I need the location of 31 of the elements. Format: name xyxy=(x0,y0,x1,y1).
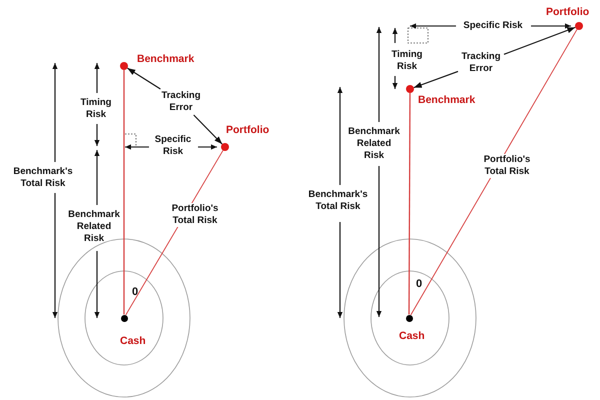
arrow xyxy=(193,114,223,145)
point-marker xyxy=(120,62,128,70)
dimension-label: Benchmark's Total Risk xyxy=(12,166,74,190)
dimension-label: Specific Risk xyxy=(462,20,524,32)
dimension-label: Benchmark Related Risk xyxy=(67,209,121,245)
origin-label: 0 xyxy=(414,278,424,290)
point-marker xyxy=(406,314,412,322)
point-marker xyxy=(575,22,583,30)
connector-line xyxy=(123,70,125,314)
arrow xyxy=(504,26,576,55)
origin-label: 0 xyxy=(130,286,140,298)
dimension-label: Specific Risk xyxy=(154,134,192,158)
dimension-label: Benchmark's Total Risk xyxy=(307,189,369,213)
point-label: Portfolio xyxy=(226,124,270,137)
annotation-text: Tracking Error xyxy=(458,50,504,76)
dimension-label: Timing Risk xyxy=(80,97,112,121)
point-label: Portfolio xyxy=(546,6,590,19)
point-label: Benchmark xyxy=(418,94,476,107)
point-label: Benchmark xyxy=(137,53,194,66)
annotation-text: Tracking Error xyxy=(158,89,204,115)
dimension-label: Timing Risk xyxy=(390,49,424,73)
connector-line xyxy=(408,93,411,314)
arrow xyxy=(127,68,161,90)
point-label: Cash xyxy=(399,330,425,343)
connector-line xyxy=(410,29,578,316)
point-label: Cash xyxy=(120,335,146,348)
point-marker xyxy=(406,85,414,93)
arrow xyxy=(414,70,458,88)
dimension-label: Benchmark Related Risk xyxy=(347,126,401,162)
point-marker xyxy=(221,143,229,151)
point-marker xyxy=(120,314,128,322)
